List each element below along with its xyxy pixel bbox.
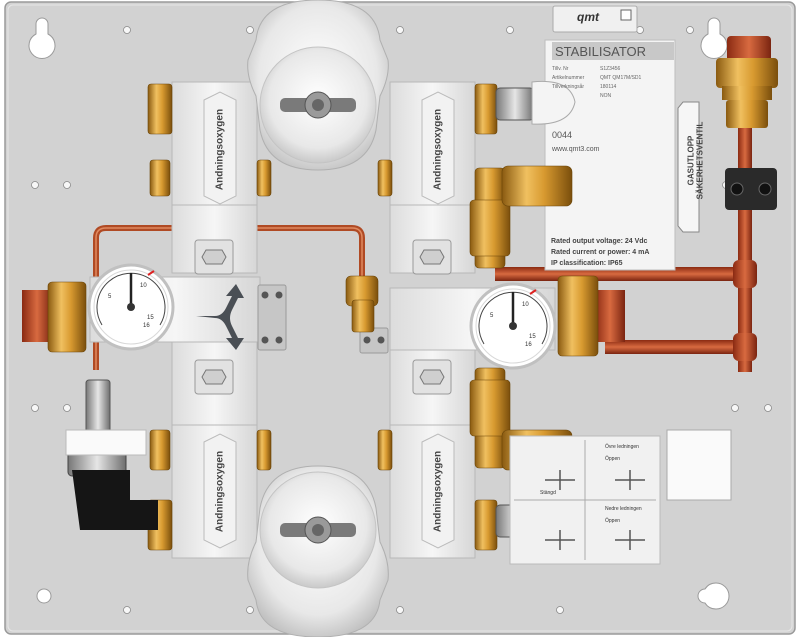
stabilisator-label-card <box>544 39 676 271</box>
gauge-right-tick: 5 <box>490 313 494 319</box>
keyhole-icon <box>28 17 730 610</box>
pressure-switch-right <box>725 168 777 210</box>
regulator-top <box>247 0 389 171</box>
pressure-gauge-left <box>87 263 175 351</box>
website: www.qmt3.com <box>552 146 600 153</box>
safety-tag-line1: GASUTLOPP <box>686 135 696 186</box>
valve-label-top-left: Andningsoxygen <box>214 108 226 191</box>
rated-voltage: Rated output voltage: 24 Vdc <box>551 238 648 245</box>
gauge-left-tick: 5 <box>108 294 112 300</box>
gauge-left-tick: 16 <box>143 323 150 329</box>
valve-block-bottom-right <box>389 424 476 559</box>
pressure-gauge-right <box>469 282 557 370</box>
pressure-sensor-top <box>495 80 576 125</box>
stabilisator-title: STABILISATOR <box>555 44 647 59</box>
row-key: Tillverkningsår <box>552 84 585 90</box>
gauge-right-tick: 16 <box>525 342 532 348</box>
row-value: NON <box>600 93 612 99</box>
row-key: Tillv. Nr <box>552 66 569 72</box>
switch-section2-sub: Öppen <box>605 518 621 524</box>
safety-valve <box>716 36 778 128</box>
gauge-right-tick: 15 <box>529 334 536 340</box>
ce-mark: 0044 <box>552 130 573 140</box>
stabilisator-rows: Tillv. Nr S1Z3456 Artikelnummer QMT QM17… <box>552 66 672 102</box>
gauge-left-tick: 10 <box>140 283 147 289</box>
pressure-switch-left <box>65 379 158 530</box>
gauge-left-tick: 15 <box>147 315 154 321</box>
valve-label-bottom-left: Andningsoxygen <box>214 450 226 533</box>
rated-current: Rated current or power: 4 mA <box>551 249 650 256</box>
ip-class: IP classification: IP65 <box>551 260 623 267</box>
blank-plate <box>666 429 732 501</box>
switch-section2-title: Nedre ledningen <box>605 506 642 512</box>
safety-tag-line2: SÄKERHETSVENTIL <box>695 121 705 200</box>
valve-label-bottom-right: Andningsoxygen <box>432 450 444 533</box>
switch-section1-sub: Öppen <box>605 456 621 462</box>
valve-block-top-right <box>389 81 476 213</box>
row-key: Artikelnummer <box>552 75 585 81</box>
row-key <box>552 93 600 102</box>
safety-tag <box>677 101 700 233</box>
row-value: 180114 <box>600 84 617 90</box>
qmt-logo: qmt <box>577 10 599 24</box>
gauge-right-tick: 10 <box>522 302 529 308</box>
regulator-bottom <box>247 465 389 637</box>
switch-caption: Stängd <box>540 490 556 496</box>
inlet-left <box>22 290 52 342</box>
qmt-badge <box>552 5 638 33</box>
valve-block-bottom-left <box>171 424 258 559</box>
valve-label-top-right: Andningsoxygen <box>432 108 444 191</box>
switch-section1-title: Övre ledningen <box>605 444 639 450</box>
changeover-arrow-icon <box>196 284 244 350</box>
row-value: S1Z3456 <box>600 66 621 72</box>
row-value: QMT QM17M/SD1 <box>600 75 642 81</box>
outlet-right <box>595 290 625 342</box>
